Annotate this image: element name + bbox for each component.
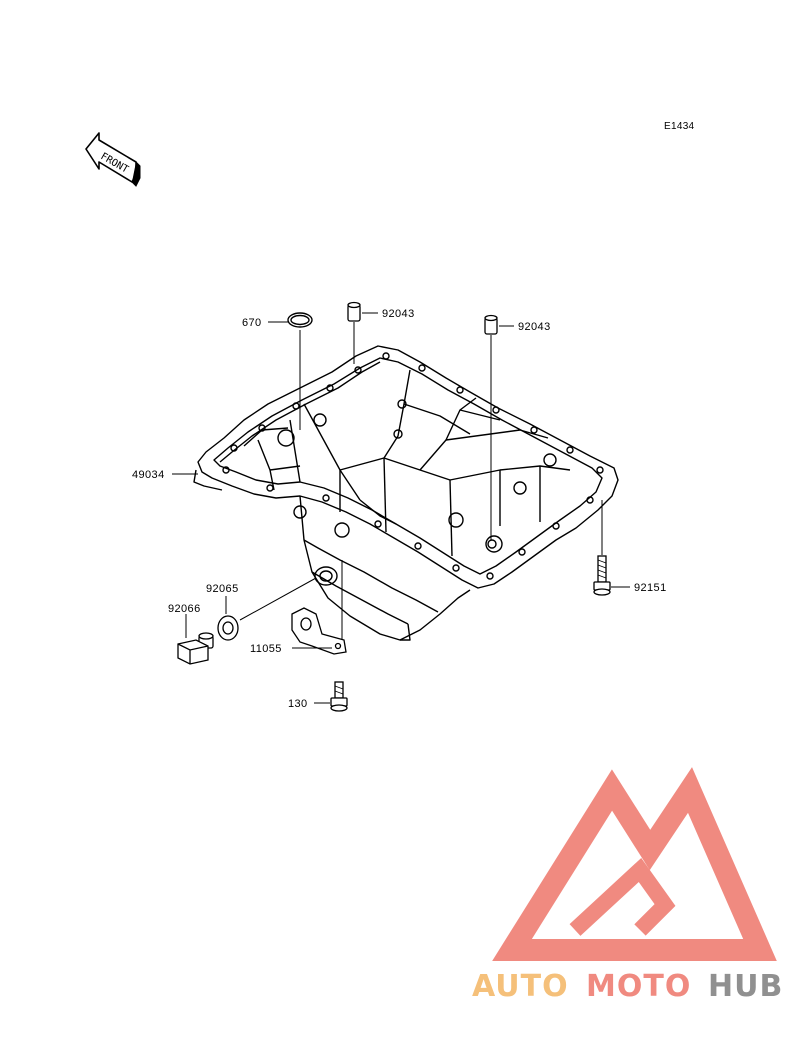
diagram-code: E1434 (664, 121, 695, 132)
drain-plug-92066 (177, 632, 214, 665)
watermark-auto: AUTO (472, 969, 569, 1004)
label-92043-left: 92043 (382, 308, 415, 320)
dowel-pin-left (347, 301, 361, 322)
bracket-11055 (291, 607, 347, 655)
label-92066: 92066 (168, 603, 201, 615)
watermark-logo: AUTO MOTO HUB (472, 767, 783, 1004)
o-ring-part (287, 312, 313, 328)
label-92151: 92151 (634, 582, 667, 594)
dowel-pin-right (484, 314, 498, 335)
label-49034: 49034 (132, 469, 165, 481)
label-92043-right: 92043 (518, 321, 551, 333)
label-670: 670 (242, 317, 262, 329)
label-130: 130 (288, 698, 308, 710)
label-11055: 11055 (250, 643, 282, 655)
oil-pan (193, 345, 619, 641)
watermark-hub: HUB (708, 969, 783, 1004)
washer-92065 (217, 615, 239, 641)
bolt-92151 (593, 555, 611, 596)
label-92065: 92065 (206, 583, 239, 595)
bolt-130 (330, 681, 348, 712)
watermark-moto: MOTO (586, 969, 691, 1004)
front-arrow-icon: FRONT (85, 132, 141, 187)
